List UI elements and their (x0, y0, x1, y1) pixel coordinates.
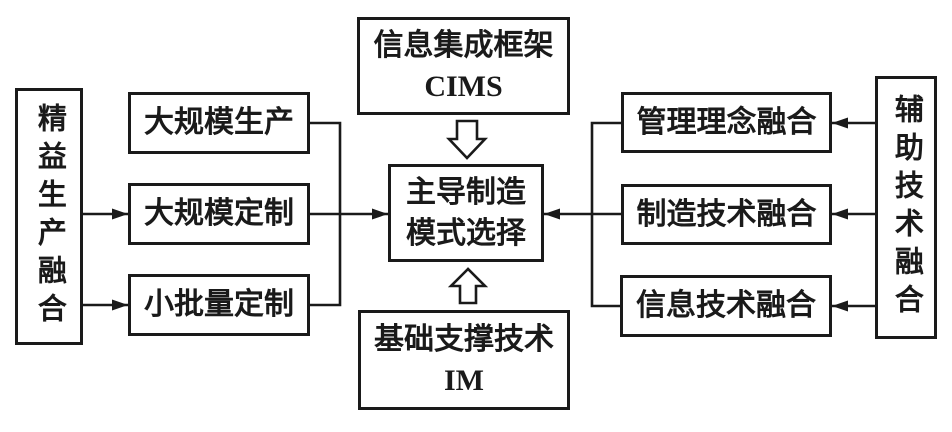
box-manufacturing-technology-fusion: 制造技术融合 (621, 184, 832, 245)
box-basic-supporting-technology-line2: IM (444, 364, 484, 397)
box-management-concept-fusion-label: 管理理念融合 (636, 105, 817, 139)
box-mass-production-label: 大规模生产 (144, 106, 294, 139)
box-mass-customization: 大规模定制 (128, 183, 310, 245)
box-basic-supporting-technology-line1: 基础支撑技术 (374, 322, 554, 356)
box-auxiliary-technology-fusion-label: 辅助技术融合 (890, 93, 923, 322)
box-lean-production-fusion: 精益生产融合 (15, 88, 83, 345)
box-information-technology-fusion-label: 信息技术融合 (636, 289, 816, 322)
box-information-integration-framework-line1: 信息集成框架 (373, 28, 554, 62)
box-dominant-mode-selection-line1: 主导制造 (406, 175, 526, 209)
box-auxiliary-technology-fusion: 辅助技术融合 (875, 76, 937, 339)
box-mass-production: 大规模生产 (128, 92, 310, 154)
hollow-arrow-down-icon (445, 119, 489, 160)
box-lean-production-fusion-label: 精益生产融合 (33, 102, 66, 331)
box-dominant-mode-selection: 主导制造 模式选择 (388, 164, 544, 262)
box-dominant-mode-selection-line2: 模式选择 (406, 217, 526, 250)
box-manufacturing-technology-fusion-label: 制造技术融合 (636, 197, 817, 231)
box-information-integration-framework-line2: CIMS (424, 70, 503, 103)
hollow-arrow-up-icon (447, 267, 489, 305)
box-management-concept-fusion: 管理理念融合 (621, 92, 832, 153)
box-small-batch-customization-label: 小批量定制 (144, 288, 294, 321)
box-mass-customization-label: 大规模定制 (144, 197, 294, 230)
box-information-technology-fusion: 信息技术融合 (620, 275, 832, 337)
box-basic-supporting-technology: 基础支撑技术 IM (358, 310, 570, 410)
box-information-integration-framework: 信息集成框架 CIMS (357, 17, 570, 115)
box-small-batch-customization: 小批量定制 (128, 274, 310, 336)
